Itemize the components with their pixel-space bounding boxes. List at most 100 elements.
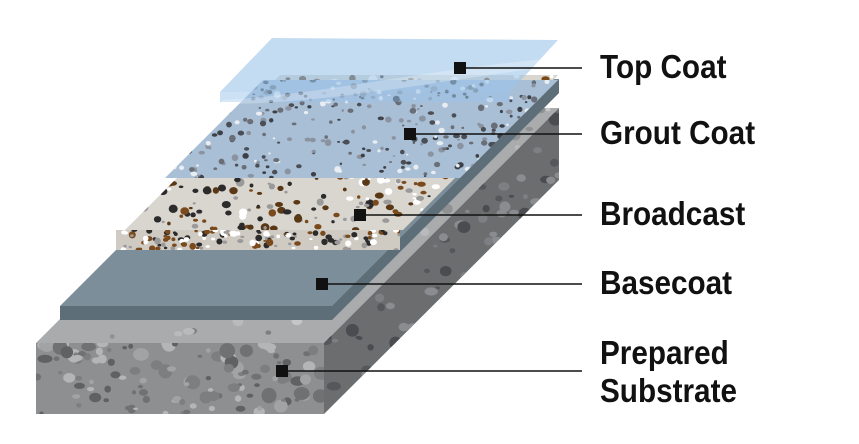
grout-chip xyxy=(200,85,205,91)
broadcast-chip xyxy=(125,109,130,113)
substrate-speck xyxy=(208,405,215,412)
grout-chip xyxy=(401,124,405,127)
broadcast-chip xyxy=(412,200,421,205)
grout-chip xyxy=(169,110,173,113)
substrate-speck xyxy=(55,285,65,292)
broadcast-chip xyxy=(225,210,232,216)
broadcast-chip xyxy=(550,203,558,208)
broadcast-chip xyxy=(293,200,301,205)
broadcast-chip xyxy=(291,246,296,250)
grout-chip xyxy=(244,147,250,151)
substrate-speck xyxy=(501,328,509,333)
grout-chip xyxy=(234,120,240,125)
broadcast-chip xyxy=(237,239,244,243)
substrate-speck xyxy=(308,345,319,356)
grout-chip xyxy=(333,102,339,107)
substrate-speck xyxy=(497,326,506,334)
broadcast-chip xyxy=(283,233,287,235)
substrate-speck xyxy=(138,384,143,389)
grout-chip xyxy=(412,142,416,144)
broadcast-chip xyxy=(365,197,370,201)
substrate-speck xyxy=(398,386,404,391)
grout-chip xyxy=(423,175,427,178)
broadcast-chip xyxy=(130,84,135,89)
substrate-speck xyxy=(446,392,451,397)
broadcast-chip xyxy=(188,94,197,101)
substrate-speck xyxy=(91,357,101,364)
broadcast-chip xyxy=(163,234,168,238)
substrate-speck xyxy=(429,389,435,394)
grout-chip xyxy=(312,152,315,155)
broadcast-chip xyxy=(181,242,188,247)
substrate-speck xyxy=(265,330,272,335)
broadcast-chip xyxy=(277,185,284,191)
substrate-speck xyxy=(103,398,109,403)
substrate-speck xyxy=(223,363,234,373)
substrate-speck xyxy=(528,329,537,338)
grout-chip xyxy=(284,168,291,175)
grout-chip xyxy=(423,172,428,176)
grout-chip xyxy=(385,116,392,123)
grout-chip xyxy=(179,140,185,146)
substrate-speck xyxy=(95,108,107,115)
grout-chip xyxy=(254,159,257,163)
broadcast-chip xyxy=(263,240,267,242)
substrate-speck xyxy=(522,194,528,200)
substrate-speck xyxy=(544,252,551,257)
broadcast-chip xyxy=(125,100,131,105)
grout-chip xyxy=(168,104,175,109)
grout-chip xyxy=(351,129,355,134)
substrate-speck xyxy=(122,346,127,350)
substrate-speck xyxy=(523,402,529,408)
broadcast-chip xyxy=(249,189,253,192)
substrate-speck xyxy=(465,210,470,213)
broadcast-chip xyxy=(173,232,178,237)
broadcast-chip xyxy=(229,230,236,237)
grout-chip xyxy=(491,128,496,132)
substrate-speck xyxy=(107,358,115,366)
substrate-speck xyxy=(526,294,535,299)
substrate-speck xyxy=(489,231,498,237)
substrate-speck xyxy=(109,334,115,339)
grout-chip xyxy=(206,105,210,109)
marker-basecoat xyxy=(316,278,328,290)
substrate-speck xyxy=(179,399,186,405)
substrate-speck xyxy=(139,389,148,396)
grout-chip xyxy=(469,141,474,145)
broadcast-chip xyxy=(193,78,201,86)
grout-chip xyxy=(443,135,449,139)
broadcast-chip xyxy=(427,195,431,198)
broadcast-chip xyxy=(240,235,245,238)
grout-chip xyxy=(165,94,171,99)
broadcast-chip xyxy=(221,201,231,209)
broadcast-front-chips xyxy=(120,230,400,250)
broadcast-chip xyxy=(192,202,196,205)
broadcast-chip xyxy=(172,162,177,166)
broadcast-chip xyxy=(153,152,162,158)
grout-chip xyxy=(337,118,341,121)
substrate-speck xyxy=(104,385,111,393)
grout-chip xyxy=(457,142,464,150)
substrate-speck xyxy=(75,375,83,381)
grout-chip xyxy=(481,140,488,146)
broadcast-chip xyxy=(320,230,326,236)
substrate-speck xyxy=(506,271,512,276)
grout-chip xyxy=(213,93,221,98)
broadcast-chip xyxy=(345,240,352,247)
broadcast-chip xyxy=(115,83,121,86)
broadcast-chip xyxy=(367,177,371,180)
grout-chip xyxy=(485,105,488,108)
label-prepared-substrate: Prepared Substrate xyxy=(600,334,737,410)
substrate-speck xyxy=(538,264,543,269)
substrate-speck xyxy=(76,403,82,408)
label-broadcast: Broadcast xyxy=(600,195,746,232)
substrate-speck xyxy=(482,204,490,213)
substrate-speck xyxy=(127,404,137,414)
broadcast-chip xyxy=(372,199,379,206)
substrate-speck xyxy=(520,220,533,228)
broadcast-chip xyxy=(157,135,162,138)
broadcast-chip xyxy=(212,187,220,194)
grout-chip xyxy=(231,154,239,162)
broadcast-chip xyxy=(345,234,351,238)
grout-chip xyxy=(406,161,412,165)
